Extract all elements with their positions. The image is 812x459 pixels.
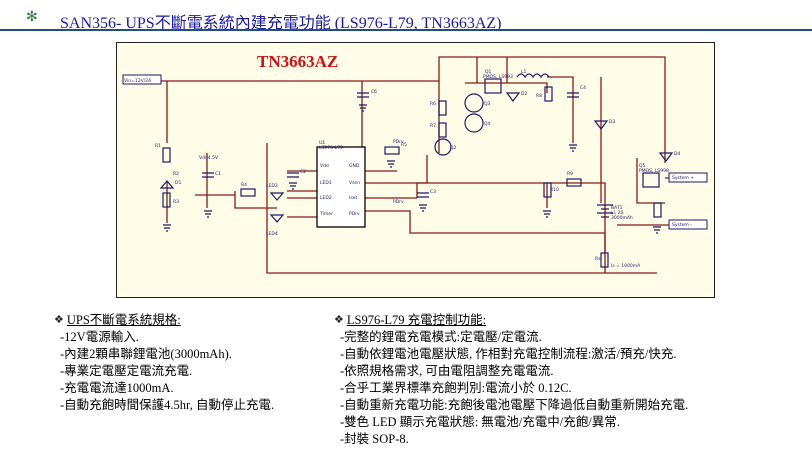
q2-label: Q2 bbox=[450, 145, 457, 151]
d2-label: D2 bbox=[521, 91, 527, 97]
diamond-bullet-icon: ❖ bbox=[334, 314, 344, 326]
vin-label: Vin=12V/2A bbox=[124, 78, 152, 84]
q5-part-label: PMOS, LS998 bbox=[639, 168, 669, 174]
page-title: SAN356- UPS不斷電系統內建充電功能 (LS976-L79, TN366… bbox=[60, 15, 502, 32]
list-item: -雙色 LED 顯示充電狀態: 無電池/充電中/充飽/異常. bbox=[340, 415, 620, 429]
c6-label: C6 bbox=[371, 89, 377, 95]
pin-vdd-label: Vdd bbox=[320, 163, 329, 169]
resistor-r4 bbox=[240, 188, 256, 197]
list-item: -自動重新充電功能:充飽後電池電壓下降過低自動重新開始充電. bbox=[340, 398, 689, 412]
r7-label: R7 bbox=[430, 123, 436, 129]
resistor-rs bbox=[600, 252, 609, 268]
resistor-r10 bbox=[543, 182, 552, 198]
ic-u1-body bbox=[316, 146, 366, 228]
l1-label: L1 bbox=[521, 69, 527, 75]
u1-label: U1 bbox=[319, 140, 325, 146]
r1-label: R1 bbox=[155, 143, 161, 149]
list-item: -自動充飽時間保護4.5hr, 自動停止充電. bbox=[60, 398, 275, 412]
r5-label: R5 bbox=[401, 142, 407, 148]
r6-label: R6 bbox=[430, 101, 436, 107]
q3-label: Q3 bbox=[484, 101, 491, 107]
r9-label: R9 bbox=[567, 171, 573, 177]
pin-gnd-label: GND bbox=[349, 163, 360, 169]
q1-label: Q1 bbox=[485, 69, 492, 75]
charge-control-heading: ❖ LS976-L79 充電控制功能: bbox=[334, 312, 688, 329]
q5-label: Q5 bbox=[639, 163, 646, 169]
pin-vsen-label: Vsen bbox=[349, 180, 360, 186]
list-item: -完整的鋰電充電模式:定電壓/定電流. bbox=[340, 330, 542, 344]
vref-label: Vdd4.5V bbox=[199, 155, 219, 161]
r2-label: R2 bbox=[173, 171, 179, 177]
r3-label: R3 bbox=[173, 199, 179, 205]
battery-label: BAT1 bbox=[611, 205, 623, 211]
charge-control-section: ❖ LS976-L79 充電控制功能: -完整的鋰電充電模式:定電壓/定電流. … bbox=[334, 312, 688, 448]
rs-label: Rs bbox=[595, 256, 601, 262]
page-header: ✻ SAN356- UPS不斷電系統內建充電功能 (LS976-L79, TN3… bbox=[0, 0, 812, 32]
rs-value-label: Is = 1000mA bbox=[611, 263, 641, 269]
resistor-r9 bbox=[566, 178, 582, 187]
system-plus-terminal bbox=[668, 172, 708, 183]
schematic-components bbox=[159, 73, 674, 268]
d3-label: D3 bbox=[609, 119, 615, 125]
list-item: -12V電源輸入. bbox=[60, 330, 139, 344]
pdrv2-net-label: PDrv bbox=[393, 199, 404, 205]
list-item: -專業定電壓定電流充電. bbox=[60, 364, 193, 378]
header-divider bbox=[0, 29, 812, 31]
resistor-r8 bbox=[544, 86, 553, 102]
list-item: -內建2顆串聯鋰電池(3000mAh). bbox=[60, 347, 232, 361]
pin-timer-label: Timer bbox=[319, 211, 333, 217]
list-item: -充電電流達1000mA. bbox=[60, 381, 174, 395]
r10-label: R10 bbox=[550, 187, 559, 193]
bullet-icon: ✻ bbox=[26, 10, 38, 25]
list-item: -合乎工業界標準充飽判別:電流小於 0.12C. bbox=[340, 381, 572, 395]
resistor-r7 bbox=[438, 122, 447, 138]
charge-control-title: LS976-L79 充電控制功能: bbox=[346, 313, 487, 327]
list-item: -封裝 SOP-8. bbox=[340, 432, 409, 446]
list-item: -自動依鋰電池電壓狀態, 作相對充電控制流程:激活/預充/快充. bbox=[340, 347, 677, 361]
d4-label: D4 bbox=[674, 151, 680, 157]
battery-capacity-label: 3000mAh bbox=[611, 215, 633, 221]
ups-spec-heading: ❖ UPS不斷電系統規格: bbox=[54, 312, 274, 329]
system-minus-terminal bbox=[668, 219, 708, 230]
q4-label: Q4 bbox=[484, 121, 491, 127]
resistor-r1 bbox=[162, 147, 171, 163]
resistor-r11 bbox=[653, 202, 662, 218]
pin-iset-label: Iset bbox=[349, 195, 357, 201]
resistor-r6 bbox=[438, 100, 447, 116]
system-minus-label: System - bbox=[672, 222, 692, 228]
ups-spec-title: UPS不斷電系統規格: bbox=[66, 313, 181, 327]
led4-label: LED4 bbox=[266, 231, 278, 237]
diamond-bullet-icon: ❖ bbox=[54, 314, 64, 326]
pin-pdrv-label: PDrv bbox=[349, 211, 360, 217]
u1-part-label: LS976-L79 bbox=[319, 145, 343, 151]
c3-label: C3 bbox=[430, 189, 436, 195]
q1-part-label: PMOS, LS993 bbox=[483, 74, 513, 80]
list-item: -依照規格需求, 可由電阻調整充電電流. bbox=[340, 364, 554, 378]
resistor-r3 bbox=[162, 192, 171, 208]
pin-led2-label: LED2 bbox=[320, 195, 332, 201]
schematic-wires bbox=[123, 56, 707, 274]
r4-label: R4 bbox=[241, 182, 247, 188]
circuit-schematic: TN3663AZ Vin=12V/2A Vdd4.5V U1 LS976-L79… bbox=[116, 42, 715, 298]
system-plus-label: System + bbox=[672, 175, 694, 181]
d1-label: D1 bbox=[175, 180, 181, 186]
c4-label: C4 bbox=[580, 85, 586, 91]
schematic-drawing: TN3663AZ Vin=12V/2A Vdd4.5V U1 LS976-L79… bbox=[122, 52, 708, 274]
pdrv-net-label: PDrv bbox=[393, 139, 404, 145]
chip-title: TN3663AZ bbox=[257, 52, 338, 71]
c1-label: C1 bbox=[215, 171, 221, 177]
battery-spec-label: LI, 2S bbox=[611, 210, 624, 216]
pin-led1-label: LED1 bbox=[320, 180, 332, 186]
ups-spec-section: ❖ UPS不斷電系統規格: -12V電源輸入. -內建2顆串聯鋰電池(3000m… bbox=[54, 312, 274, 414]
led3-label: LED3 bbox=[266, 183, 278, 189]
r8-label: R8 bbox=[536, 93, 542, 99]
resistor-r5 bbox=[384, 146, 400, 155]
vin-terminal bbox=[122, 74, 162, 85]
c2-label: C2 bbox=[300, 169, 306, 175]
